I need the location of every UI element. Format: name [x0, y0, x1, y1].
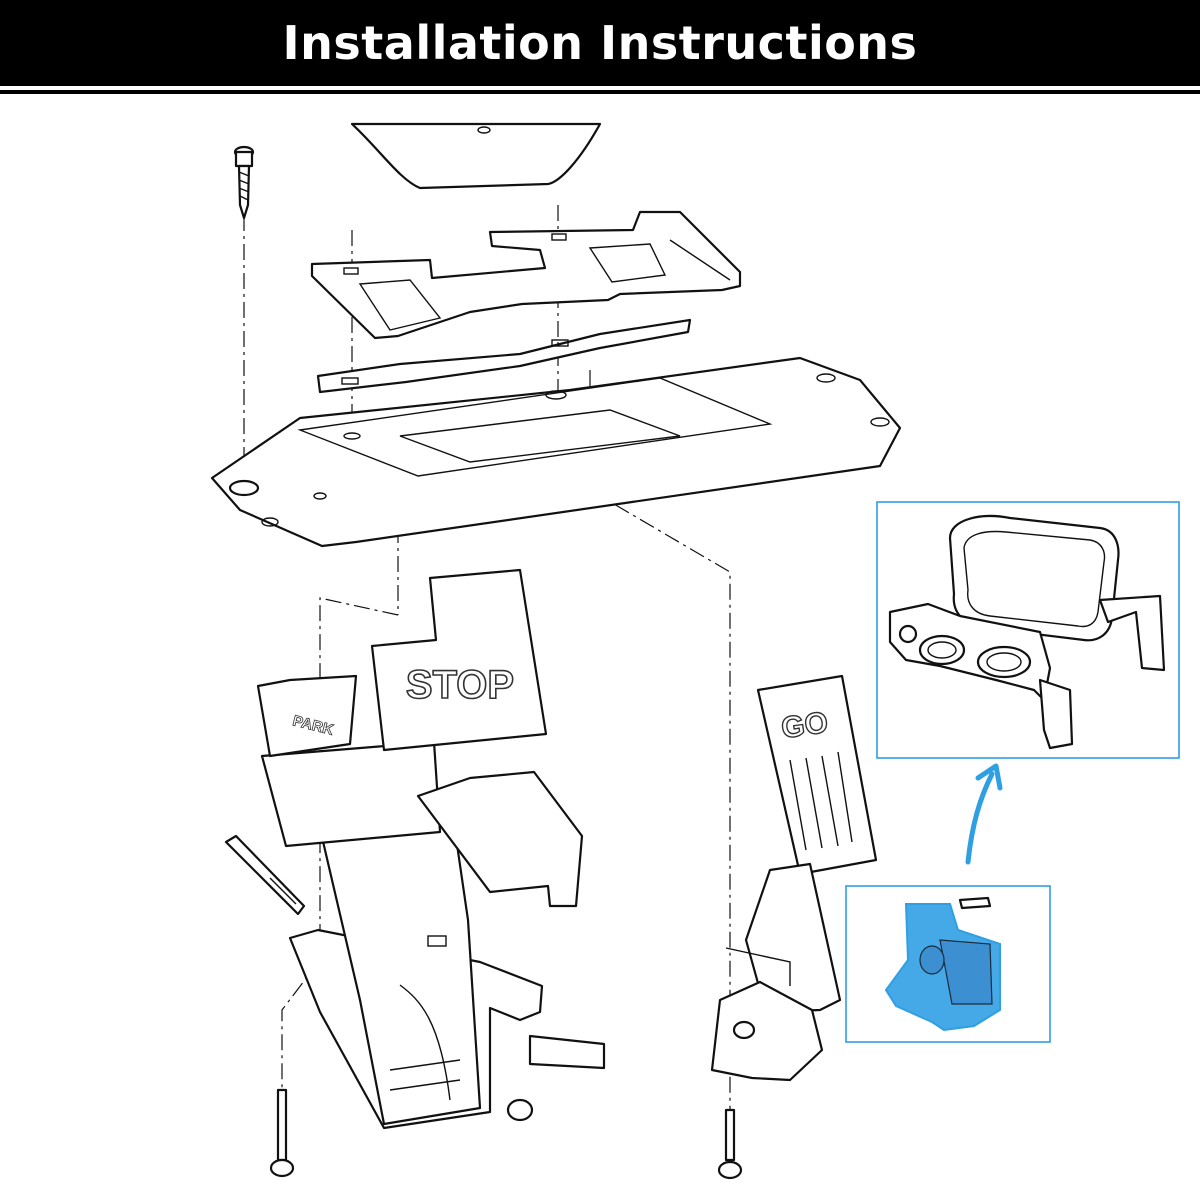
callout-frame-small — [845, 885, 1051, 1043]
bottom-screw-left — [269, 1088, 295, 1178]
header-divider — [0, 90, 1200, 94]
stop-pedal-label: STOP — [406, 663, 514, 707]
go-pedal-label: GO — [779, 706, 830, 745]
top-cover — [350, 122, 602, 190]
brake-pedal-assembly: STOP PARK — [256, 568, 606, 1130]
bottom-screw-right — [717, 1108, 743, 1180]
sensor-callout-large — [876, 501, 1180, 759]
top-screw — [233, 145, 255, 220]
page-title: Installation Instructions — [282, 16, 918, 70]
upper-bracket — [310, 210, 742, 340]
header-bar: Installation Instructions — [0, 0, 1200, 86]
flat-plate — [316, 318, 692, 394]
accelerator-pedal-assembly: GO — [710, 674, 878, 1082]
callout-arrow — [965, 763, 1003, 865]
callout-frame-large — [876, 501, 1180, 759]
brake-pivot-rod — [224, 834, 306, 916]
base-plate — [210, 356, 902, 548]
sensor-callout-small — [845, 885, 1051, 1043]
